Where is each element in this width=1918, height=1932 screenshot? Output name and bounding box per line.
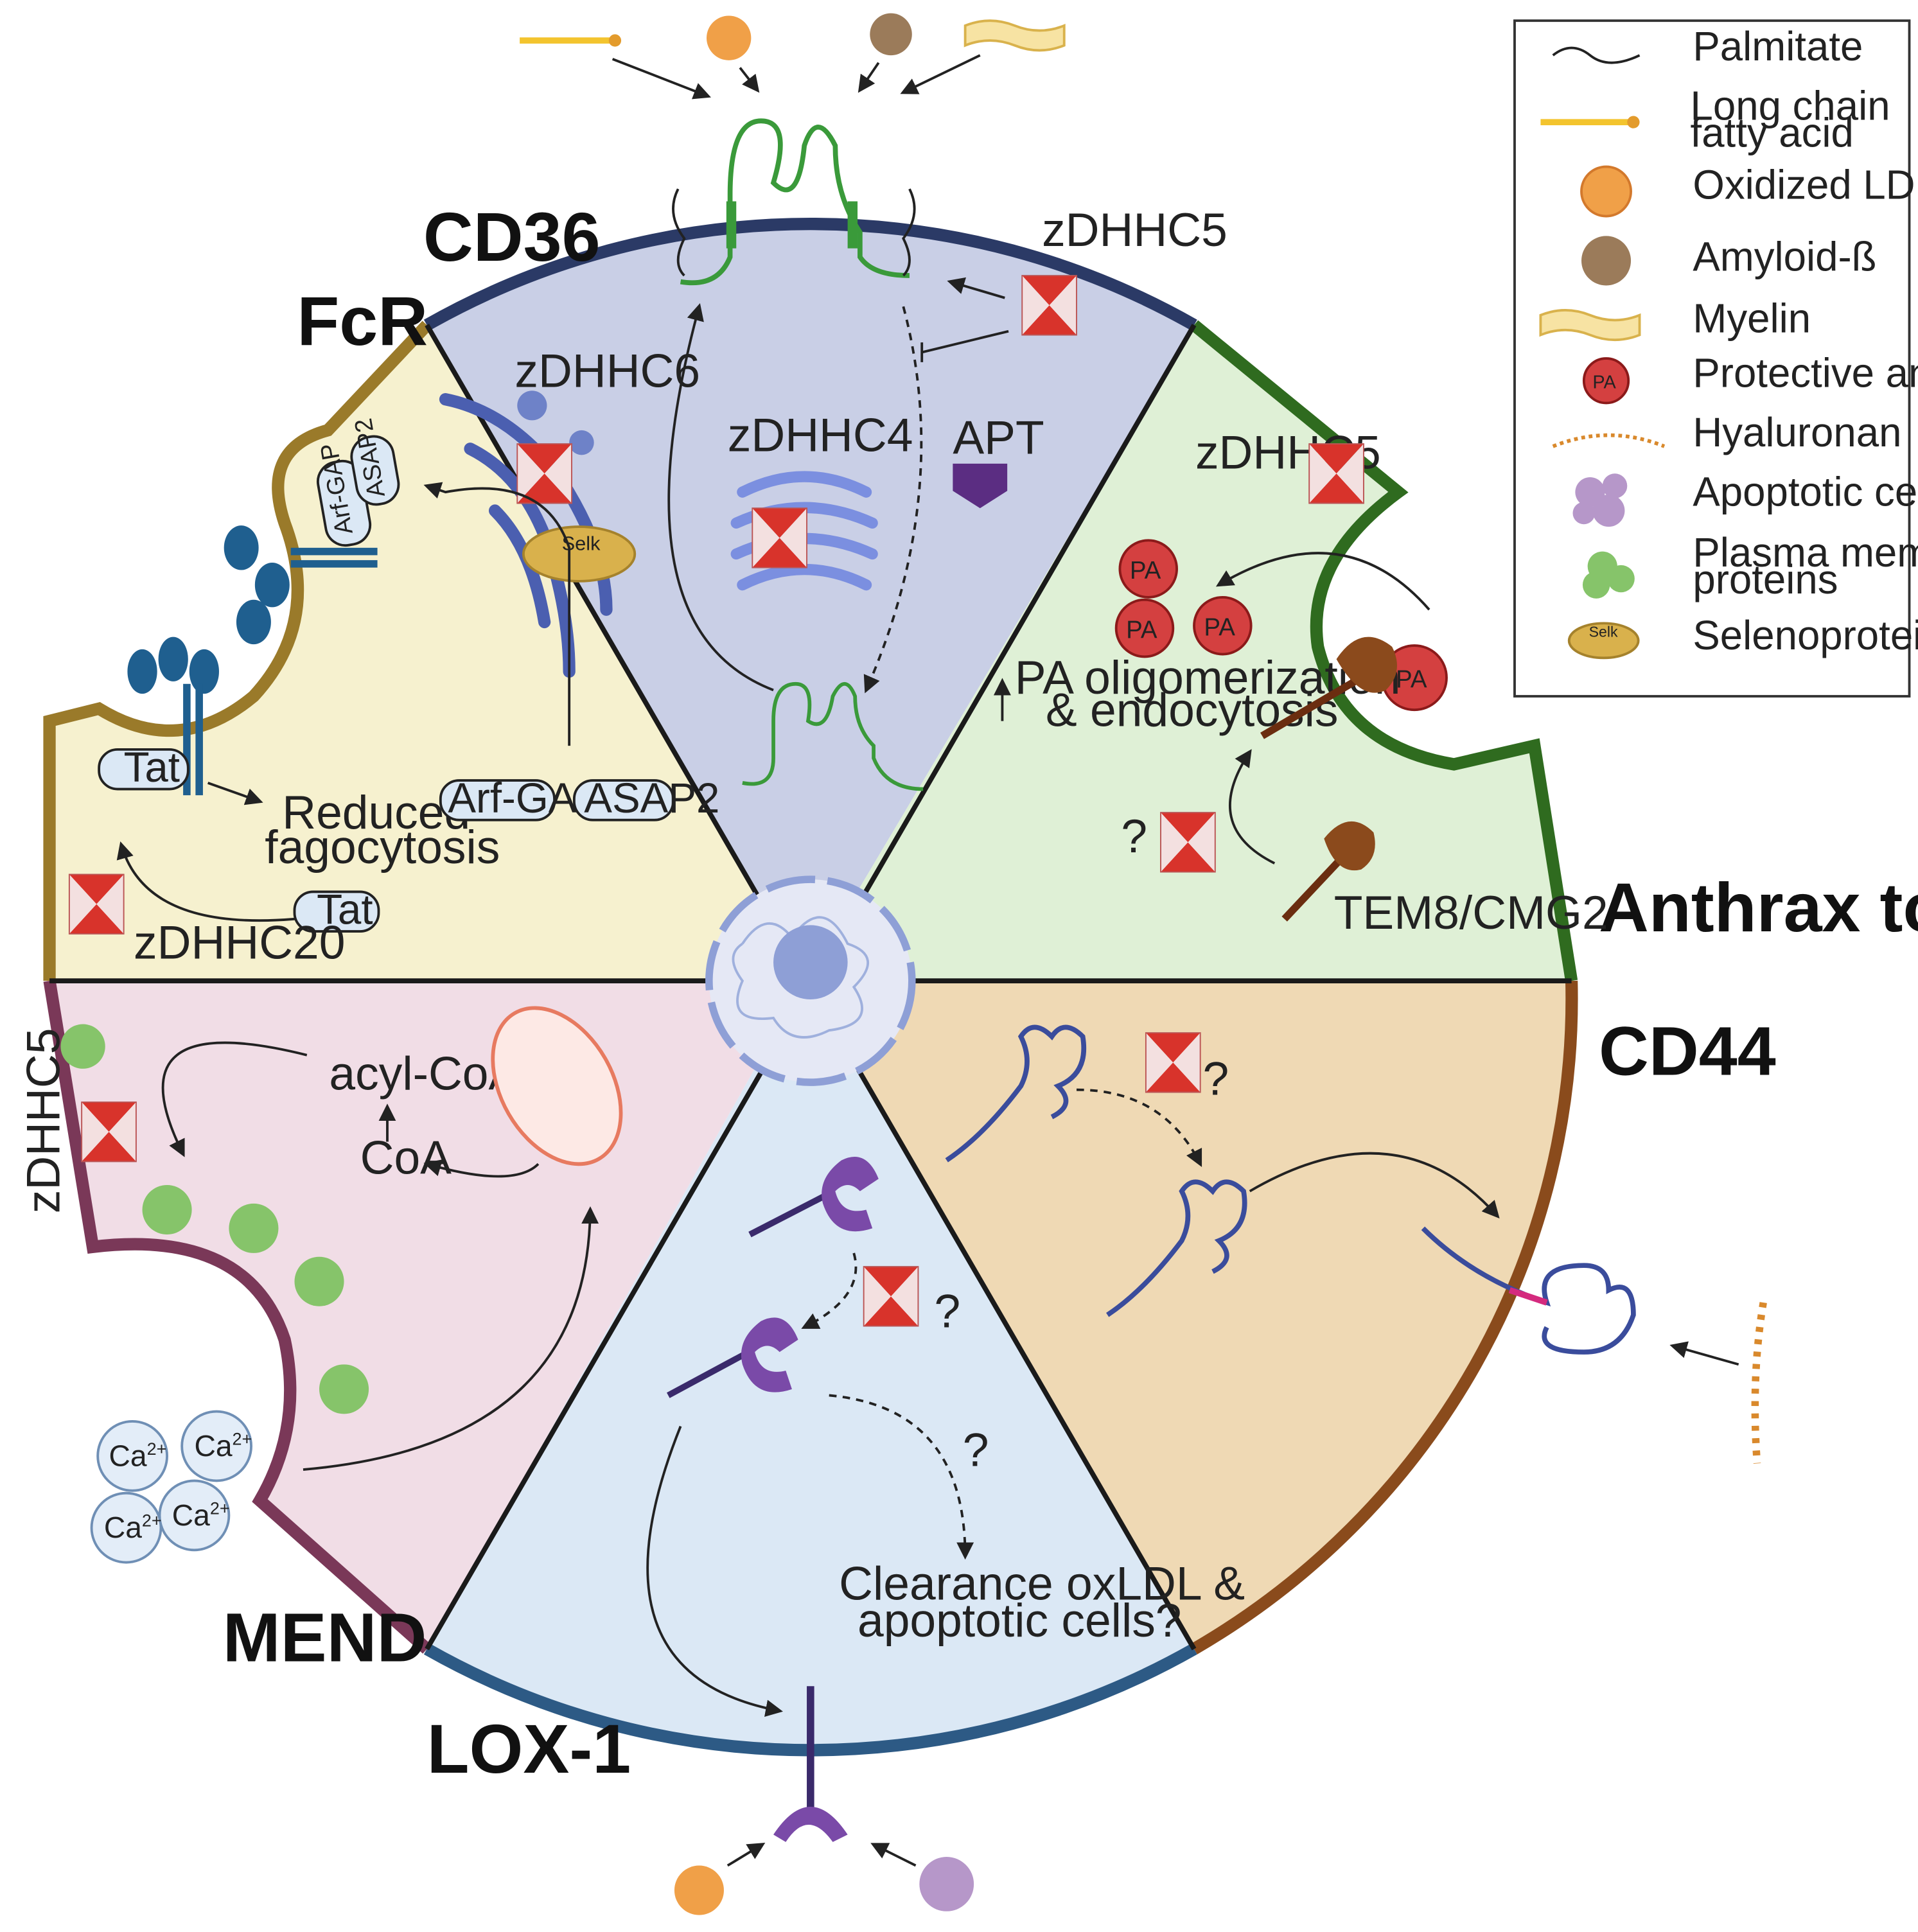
sector-cd36 (423, 218, 1197, 981)
fcr-receptor-icon (127, 525, 378, 796)
clearance-line1: Clearance oxLDL & (839, 1557, 1245, 1610)
oxldl-icon (1580, 165, 1632, 218)
apt-icon (953, 463, 1008, 509)
cd44-receptor-icon (945, 1024, 1636, 1355)
lox1-question-2: ? (963, 1423, 989, 1476)
ca-label-3: Ca2+ (104, 1511, 162, 1544)
legend-apoptotic: Apoptotic cells (1693, 469, 1918, 514)
zdhhc6-label: zDHHC6 (515, 344, 700, 397)
clearance-line2: apoptotic cells? (858, 1594, 1182, 1647)
legend-palmitate: Palmitate (1693, 24, 1863, 69)
tem8-label: TEM8/CMG2 (1334, 886, 1608, 939)
zdhhc5-mend-icon (81, 1101, 137, 1163)
coa-label: CoA (360, 1132, 452, 1184)
zdhhc4-label: zDHHC4 (728, 409, 913, 462)
sector-mend (43, 979, 805, 1654)
ca-label-4: Ca2+ (172, 1498, 230, 1532)
cd36-title: CD36 (423, 198, 601, 276)
zdhhc-lox1-icon (863, 1266, 919, 1327)
zdhhc-anthrax-unknown-icon (1160, 812, 1216, 873)
zdhhc-cd44-icon (1145, 1032, 1201, 1093)
fcr-title: FcR (297, 282, 428, 360)
reduced-line1: Reduced (282, 786, 470, 839)
anthrax-question: ? (1121, 810, 1147, 863)
legend-myelin: Myelin (1693, 296, 1811, 342)
selk-icon (522, 525, 637, 583)
pm-protein-icon (1582, 551, 1635, 599)
legend-pm-proteins-1: Plasma membrane (1693, 530, 1918, 575)
sector-anthrax (804, 320, 1578, 982)
apoptotic-icon (1572, 473, 1628, 527)
pa-label-2: PA (1126, 616, 1157, 644)
legend-fatty-acid-2: fatty acid (1691, 110, 1854, 156)
mitochondrion-icon (491, 1006, 623, 1166)
myelin-icon (1539, 309, 1641, 342)
tem8-receptor-icon (1260, 637, 1397, 922)
zdhhc4-enzyme-icon (752, 507, 808, 568)
acyl-coa-label: acyl-CoA (329, 1048, 520, 1100)
legend: Palmitate Long chain fatty acid Oxidized… (1513, 19, 1918, 698)
legend-pa: Protective antigen (1693, 350, 1918, 396)
pa-icon (1582, 357, 1630, 405)
tat-top-label: Tat (124, 744, 180, 791)
cd36-receptor-icon (672, 118, 916, 286)
reduced-line2: fagocytosis (265, 821, 500, 874)
cd44-question: ? (1203, 1052, 1229, 1105)
legend-selk-text: Selk (1589, 624, 1618, 640)
legend-pm-proteins-2: proteins (1693, 557, 1838, 602)
legend-amyloid: Amyloid-ß (1693, 234, 1876, 279)
amyloid-icon (1581, 236, 1632, 286)
legend-hyaluronan: Hyaluronan (1693, 410, 1901, 455)
hyaluronan-legend-icon (1552, 433, 1666, 448)
asap2-label: ASAP2 (584, 775, 719, 821)
pm-proteins-icon (60, 1024, 369, 1414)
palmitate-icon (1552, 46, 1641, 64)
zdhhc5-label-mend: zDHHC5 (17, 1028, 69, 1214)
legend-pa-text: PA (1592, 372, 1616, 392)
top-ligands (520, 13, 1066, 100)
pa-oligo-line2: & endocytosis (1046, 683, 1339, 736)
nucleus-icon (705, 875, 916, 1086)
calcium-ions (90, 1410, 252, 1564)
cd36-receptor-lower-icon (742, 681, 924, 791)
lox1-question-1: ? (934, 1285, 960, 1338)
legend-fatty-acid-1: Long chain (1691, 83, 1890, 128)
pa-label-4: PA (1396, 666, 1427, 694)
lox1-receptor-icon (667, 1156, 879, 1842)
pa-cluster-icon (1114, 539, 1448, 712)
arf-gap-top-badge (316, 435, 400, 547)
tat-top-badge (98, 748, 189, 791)
cd44-title: CD44 (1599, 1012, 1776, 1090)
asap2-badge (572, 779, 674, 821)
lox1-ligands (674, 1842, 974, 1915)
pa-label-3: PA (1204, 614, 1235, 642)
sector-cd44 (804, 980, 1578, 1655)
zdhhc20-enzyme-icon (68, 874, 125, 935)
zdhhc20-label: zDHHC20 (134, 916, 345, 969)
ca-label-1: Ca2+ (109, 1439, 167, 1472)
tat-bottom-badge (293, 890, 380, 933)
arf-gap-badge (439, 779, 556, 821)
mend-title: MEND (223, 1599, 427, 1676)
selk-legend-icon (1567, 622, 1640, 660)
zdhhc5-anthrax-enzyme-icon (1308, 443, 1364, 504)
tat-bottom-label: Tat (317, 886, 373, 933)
pa-label-1: PA (1130, 557, 1161, 584)
zdhhc6-enzyme-icon (516, 443, 572, 504)
legend-oxldl: Oxidized LDL (1693, 162, 1918, 208)
lox1-title: LOX-1 (427, 1710, 631, 1787)
zdhhc5-label-cd36: zDHHC5 (1042, 204, 1227, 256)
ca-label-2: Ca2+ (194, 1429, 252, 1462)
hyaluronan-icon (1751, 1302, 1767, 1464)
anthrax-title: Anthrax toxin (1599, 868, 1918, 946)
apt-label: APT (953, 411, 1044, 464)
legend-selk: Selenoprotein K (1693, 613, 1918, 658)
